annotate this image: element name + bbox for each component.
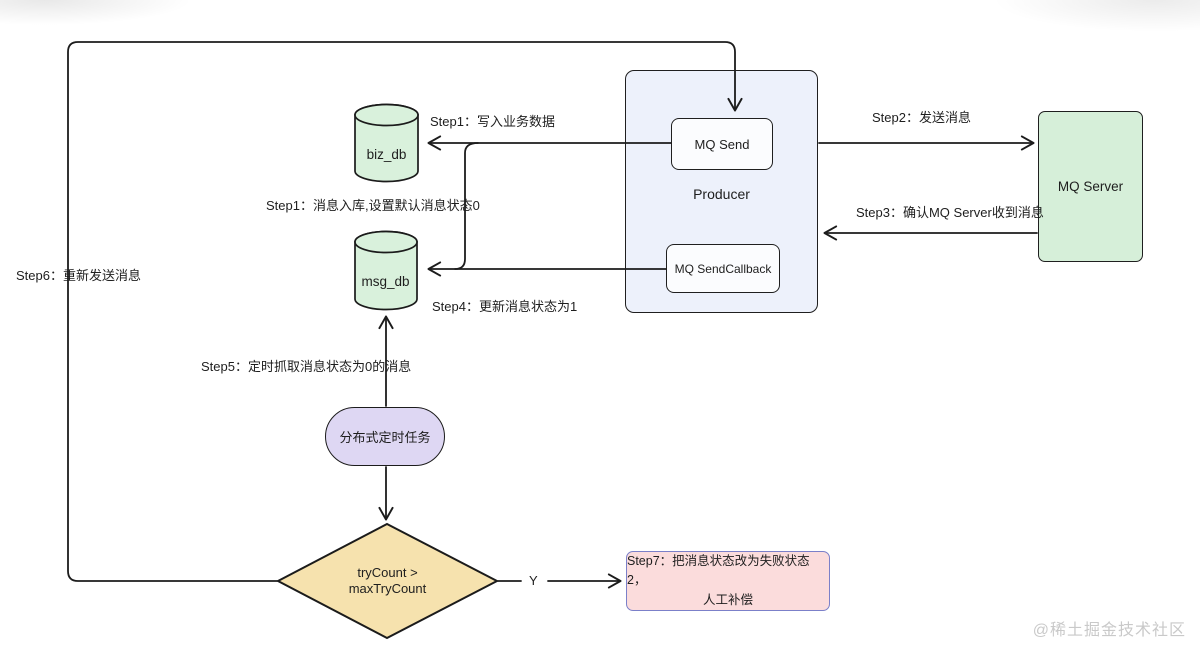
biz-db-label: biz_db: [366, 147, 407, 162]
edge-step6-retry-loop: [67, 41, 743, 582]
msg-db-cylinder: [354, 230, 418, 311]
watermark: @稀土掘金技术社区: [1032, 622, 1186, 639]
mq-server-node: MQ Server: [1038, 111, 1143, 262]
label-step1-write: Step1：写入业务数据: [430, 114, 555, 129]
decision-diamond: [275, 522, 500, 640]
scheduler-label: 分布式定时任务: [339, 430, 431, 445]
decision-line2: maxTryCount: [348, 581, 427, 596]
manual-line1: Step7：把消息状态改为失败状态2，: [627, 553, 810, 588]
label-yes-branch: Y: [529, 573, 538, 588]
distributed-scheduler-node: 分布式定时任务: [325, 407, 445, 466]
label-step3: Step3：确认MQ Server收到消息: [856, 205, 1044, 220]
biz-db-cylinder: [354, 103, 419, 183]
label-step2: Step2：发送消息: [872, 110, 971, 125]
decision-label: tryCount > maxTryCount: [307, 565, 468, 597]
mq-send-node: MQ Send: [671, 118, 773, 170]
label-step6: Step6：重新发送消息: [16, 268, 141, 283]
label-step1-insert: Step1：消息入库,设置默认消息状态0: [266, 198, 480, 213]
mq-send-label: MQ Send: [694, 136, 750, 152]
msg-db-label: msg_db: [361, 274, 410, 289]
mq-sendcallback-node: MQ SendCallback: [666, 244, 780, 293]
label-step4: Step4：更新消息状态为1: [432, 299, 578, 314]
decision-line1: tryCount >: [357, 565, 418, 580]
mq-sendcallback-label: MQ SendCallback: [674, 261, 772, 276]
edge-step1-branch-msgdb: [454, 142, 479, 270]
label-step5: Step5：定时抓取消息状态为0的消息: [201, 359, 412, 374]
mq-server-label: MQ Server: [1057, 179, 1124, 194]
manual-compensation-node: Step7：把消息状态改为失败状态2， 人工补偿: [626, 551, 830, 611]
producer-label: Producer: [693, 186, 750, 202]
manual-line2: 人工补偿: [702, 592, 753, 607]
